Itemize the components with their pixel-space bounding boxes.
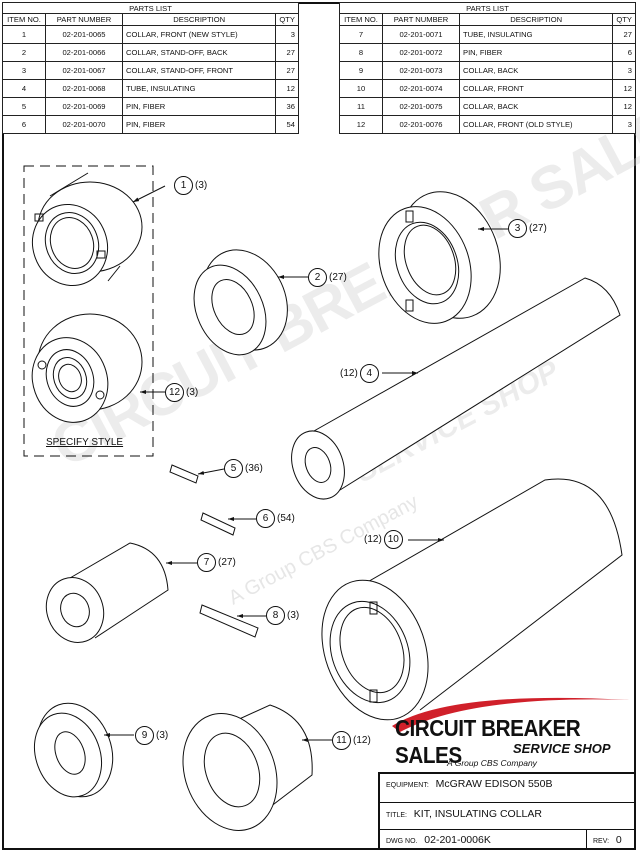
logo-swoosh <box>392 697 630 732</box>
part-7-tube-insulating <box>45 542 169 643</box>
part-10-collar-front <box>321 478 623 721</box>
callout-qty: (12) <box>353 735 371 746</box>
logo-tagline: A Group CBS Company <box>447 758 537 768</box>
item-bubble: 9 <box>135 726 154 745</box>
part-6-pin-fiber <box>200 512 236 536</box>
dwg-label: DWG NO. <box>386 838 418 845</box>
specify-style-box <box>23 165 154 457</box>
callout-item-6: 6(54) <box>256 509 295 528</box>
callout-qty: (27) <box>218 557 236 568</box>
rev-value: 0 <box>615 834 622 846</box>
callout-qty: (3) <box>195 180 208 191</box>
callout-qty: (3) <box>156 730 169 741</box>
callout-item-7: 7(27) <box>197 553 236 572</box>
callout-qty: (12) <box>340 368 358 379</box>
dwg-row: DWG NO. 02-201-0006K REV: 0 <box>380 830 634 850</box>
leader-lines <box>104 185 508 742</box>
item-bubble: 4 <box>359 364 379 383</box>
description: COLLAR, FRONT (OLD STYLE) <box>458 115 614 134</box>
item-bubble: 7 <box>197 553 216 572</box>
callout-item-3: 3(27) <box>508 219 547 238</box>
rev-label: REV: <box>593 838 610 845</box>
callout-item-4: (12)4 <box>340 364 379 383</box>
part-12-collar-front-old <box>31 313 143 423</box>
header-qty: QTY <box>275 13 299 26</box>
qty: 3 <box>275 25 299 44</box>
title-row: TITLE: KIT, INSULATING COLLAR <box>380 803 634 830</box>
part-3-collar-standoff-front <box>378 191 501 324</box>
title-block: EQUIPMENT: McGRAW EDISON 550B TITLE: KIT… <box>378 772 636 850</box>
equipment-label: EQUIPMENT: <box>386 782 429 789</box>
callout-item-2: 2(27) <box>308 268 347 287</box>
parts-list-right: PARTS LIST ITEM NO. PART NUMBER DESCRIPT… <box>339 2 636 134</box>
part-9-collar-back <box>34 702 114 798</box>
revision-cell: REV: 0 <box>586 830 634 850</box>
title-value: KIT, INSULATING COLLAR <box>413 808 542 820</box>
callout-qty: (27) <box>329 272 347 283</box>
callout-item-12: 12(3) <box>165 383 198 402</box>
callout-item-10: (12)10 <box>364 530 403 549</box>
callout-item-8: 8(3) <box>266 606 299 625</box>
item-bubble: 10 <box>383 530 403 549</box>
part-8-pin-fiber <box>199 604 259 638</box>
part-4-tube-insulating <box>291 277 621 500</box>
title-label: TITLE: <box>386 812 408 819</box>
item-bubble: 6 <box>256 509 275 528</box>
equipment-value: McGRAW EDISON 550B <box>435 778 553 790</box>
item-bubble: 12 <box>165 383 184 402</box>
item-bubble: 3 <box>508 219 527 238</box>
callout-item-5: 5(36) <box>224 459 263 478</box>
qty: 3 <box>612 115 636 134</box>
callout-item-9: 9(3) <box>135 726 168 745</box>
company-logo: CIRCUIT BREAKER SALES SERVICE SHOP A Gro… <box>385 695 635 775</box>
item-bubble: 8 <box>266 606 285 625</box>
callout-qty: (12) <box>364 534 382 545</box>
callout-qty: (3) <box>287 610 300 621</box>
callout-item-1: 1(3) <box>174 176 207 195</box>
callout-qty: (54) <box>277 513 295 524</box>
item-bubble: 11 <box>332 731 351 750</box>
description: PIN, FIBER <box>121 115 277 134</box>
item-bubble: 1 <box>174 176 193 195</box>
dwg-number: 02-201-0006K <box>424 834 491 846</box>
part-5-pin-fiber <box>169 464 199 484</box>
qty: 54 <box>275 115 299 134</box>
specify-style-label: SPECIFY STYLE <box>46 437 124 448</box>
part-11-collar-back <box>182 704 313 831</box>
item-bubble: 5 <box>224 459 243 478</box>
part-1-collar-front-new <box>32 172 143 287</box>
logo-main-text: CIRCUIT BREAKER SALES <box>395 715 581 768</box>
parts-list-left: PARTS LIST ITEM NO. PART NUMBER DESCRIPT… <box>2 2 299 134</box>
callout-qty: (3) <box>186 387 199 398</box>
part-2-collar-standoff-back <box>193 249 288 356</box>
equipment-row: EQUIPMENT: McGRAW EDISON 550B <box>380 774 634 803</box>
part-number: 02-201-0070 <box>45 115 123 134</box>
logo-sub-text: SERVICE SHOP <box>513 741 611 756</box>
callout-qty: (27) <box>529 223 547 234</box>
callout-item-11: 11(12) <box>332 731 371 750</box>
item-bubble: 2 <box>308 268 327 287</box>
callout-qty: (36) <box>245 463 263 474</box>
